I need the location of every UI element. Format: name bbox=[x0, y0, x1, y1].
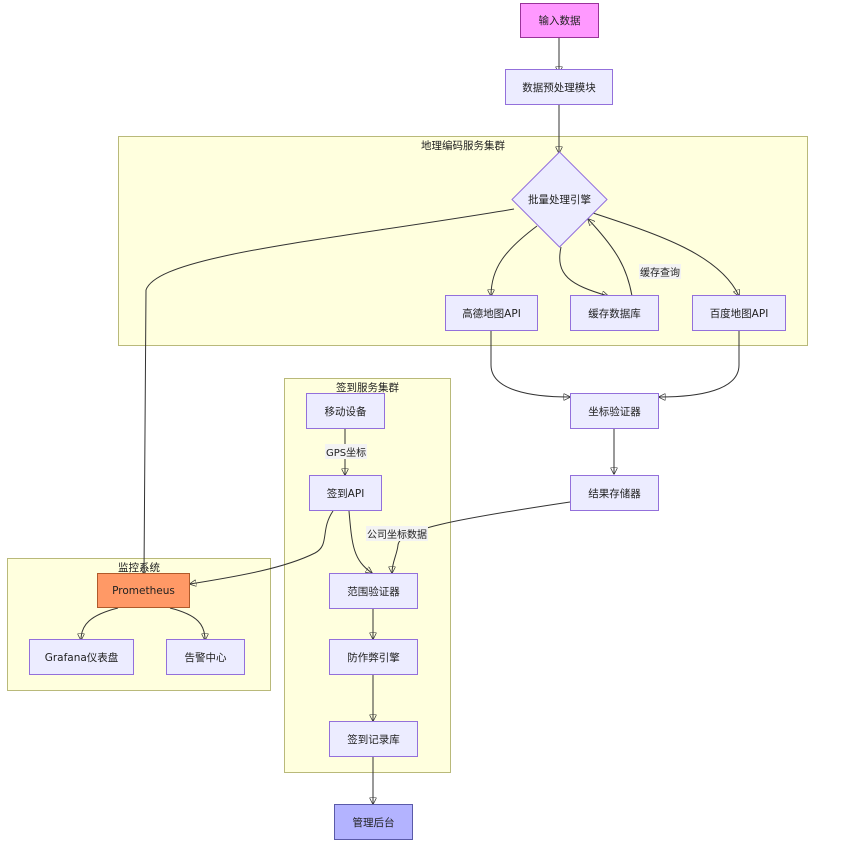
decision-diamond bbox=[511, 151, 608, 248]
edge-cache-batch bbox=[588, 219, 633, 297]
node-grafana[interactable]: Grafana仪表盘 bbox=[29, 639, 134, 675]
edge-batch-prometheus bbox=[144, 208, 515, 574]
node-coord-validator[interactable]: 坐标验证器 bbox=[570, 393, 659, 429]
edge-prometheus-grafana bbox=[81, 607, 119, 640]
cluster-checkin: 签到服务集群 bbox=[284, 378, 451, 773]
node-cache-db[interactable]: 缓存数据库 bbox=[570, 295, 659, 331]
node-baidu-api[interactable]: 百度地图API bbox=[692, 295, 786, 331]
node-batch-engine[interactable]: 批量处理引擎 bbox=[511, 151, 608, 248]
node-result-store[interactable]: 结果存储器 bbox=[570, 475, 659, 511]
cluster-geocoding-label: 地理编码服务集群 bbox=[421, 140, 505, 152]
node-range-validator[interactable]: 范围验证器 bbox=[329, 573, 418, 609]
edge-checkin-range bbox=[348, 510, 372, 573]
node-checkin-api[interactable]: 签到API bbox=[309, 475, 382, 511]
cluster-monitoring-label: 监控系统 bbox=[118, 562, 160, 574]
edge-batch-baidu bbox=[592, 212, 739, 296]
node-checkin-db[interactable]: 签到记录库 bbox=[329, 721, 418, 757]
edge-batch-cache bbox=[559, 246, 608, 296]
node-prometheus[interactable]: Prometheus bbox=[97, 573, 190, 608]
edge-label-gps-coord: GPS坐标 bbox=[325, 444, 368, 459]
edge-amap-coord bbox=[490, 331, 570, 397]
edge-batch-amap bbox=[491, 225, 538, 296]
edge-label-company-coord: 公司坐标数据 bbox=[366, 526, 428, 541]
node-preprocess[interactable]: 数据预处理模块 bbox=[505, 69, 613, 105]
node-anti-cheat[interactable]: 防作弊引擎 bbox=[329, 639, 418, 675]
node-input-data[interactable]: 输入数据 bbox=[520, 3, 599, 38]
node-batch-engine-label: 批量处理引擎 bbox=[528, 194, 591, 206]
node-mobile-device[interactable]: 移动设备 bbox=[306, 393, 385, 429]
node-admin[interactable]: 管理后台 bbox=[334, 804, 413, 840]
edge-label-cache-query: 缓存查询 bbox=[639, 264, 681, 279]
node-alert-center[interactable]: 告警中心 bbox=[166, 639, 245, 675]
edge-checkin-prometheus bbox=[190, 510, 334, 584]
node-amap-api[interactable]: 高德地图API bbox=[445, 295, 538, 331]
cluster-checkin-label: 签到服务集群 bbox=[336, 382, 399, 394]
edge-baidu-coord bbox=[659, 331, 740, 397]
edge-prometheus-alert bbox=[169, 607, 205, 640]
